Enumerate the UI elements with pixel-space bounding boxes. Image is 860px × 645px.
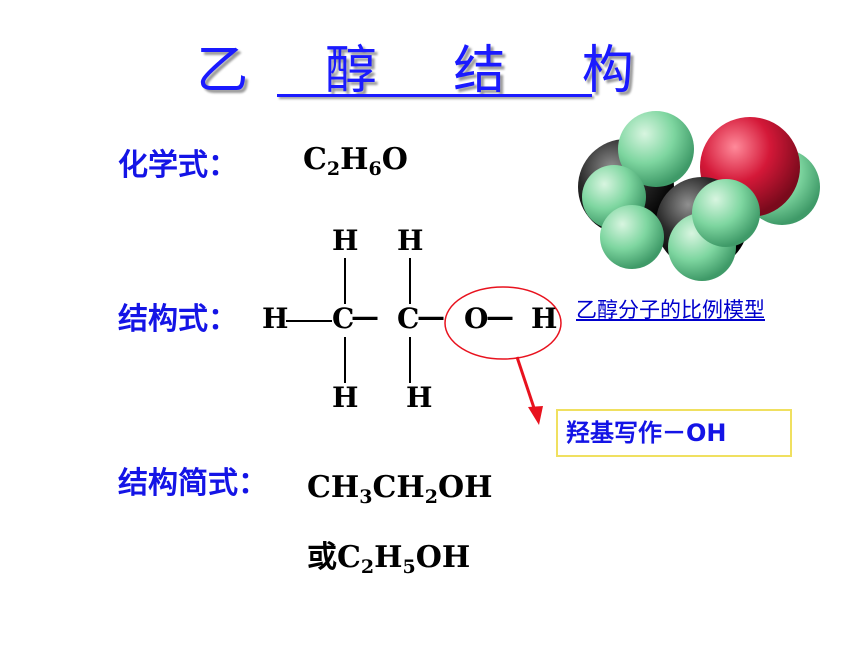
atom-h-left: H (262, 302, 289, 335)
bond-c2-h-top (409, 258, 411, 304)
atom-h-top-2: H (397, 224, 424, 257)
space-filling-model-image (578, 111, 820, 281)
bond-c2-h-bottom (409, 337, 411, 383)
condensed-formula-2: 或C2H5OH (307, 540, 471, 578)
title-underline (277, 94, 592, 97)
atom-h-top-1: H (332, 224, 359, 257)
hydroxyl-note-box: 羟基写作－OH (556, 409, 792, 457)
bond-c1-c2: — (351, 300, 379, 333)
atom-h-bottom-1: H (332, 381, 359, 414)
bond-c1-h-top (344, 258, 346, 304)
structural-formula-label: 结构式： (118, 302, 238, 337)
bond-c1-h-bottom (344, 337, 346, 383)
hydroxyl-note-text: 羟基写作－OH (566, 419, 727, 447)
molecular-formula: C2H6O (303, 142, 408, 180)
molecular-formula-label: 化学式： (118, 148, 238, 183)
atom-o: O (464, 302, 489, 335)
atom-h-right: H (531, 302, 558, 335)
condensed-formula-1: CH3CH2OH (307, 470, 493, 508)
atom-c2: C (397, 302, 420, 335)
page-title: 乙 醇 结 构 (196, 41, 664, 101)
hydroxyl-highlight (444, 286, 562, 425)
bond-h-c1 (286, 320, 332, 322)
bond-c2-o: — (417, 300, 445, 333)
atom-h-bottom-2: H (406, 381, 433, 414)
condensed-formula-label: 结构简式： (118, 466, 268, 501)
bond-o-h: — (486, 300, 514, 333)
model-caption-link[interactable]: 乙醇分子的比例模型 (576, 298, 765, 322)
atom-c1: C (332, 302, 355, 335)
